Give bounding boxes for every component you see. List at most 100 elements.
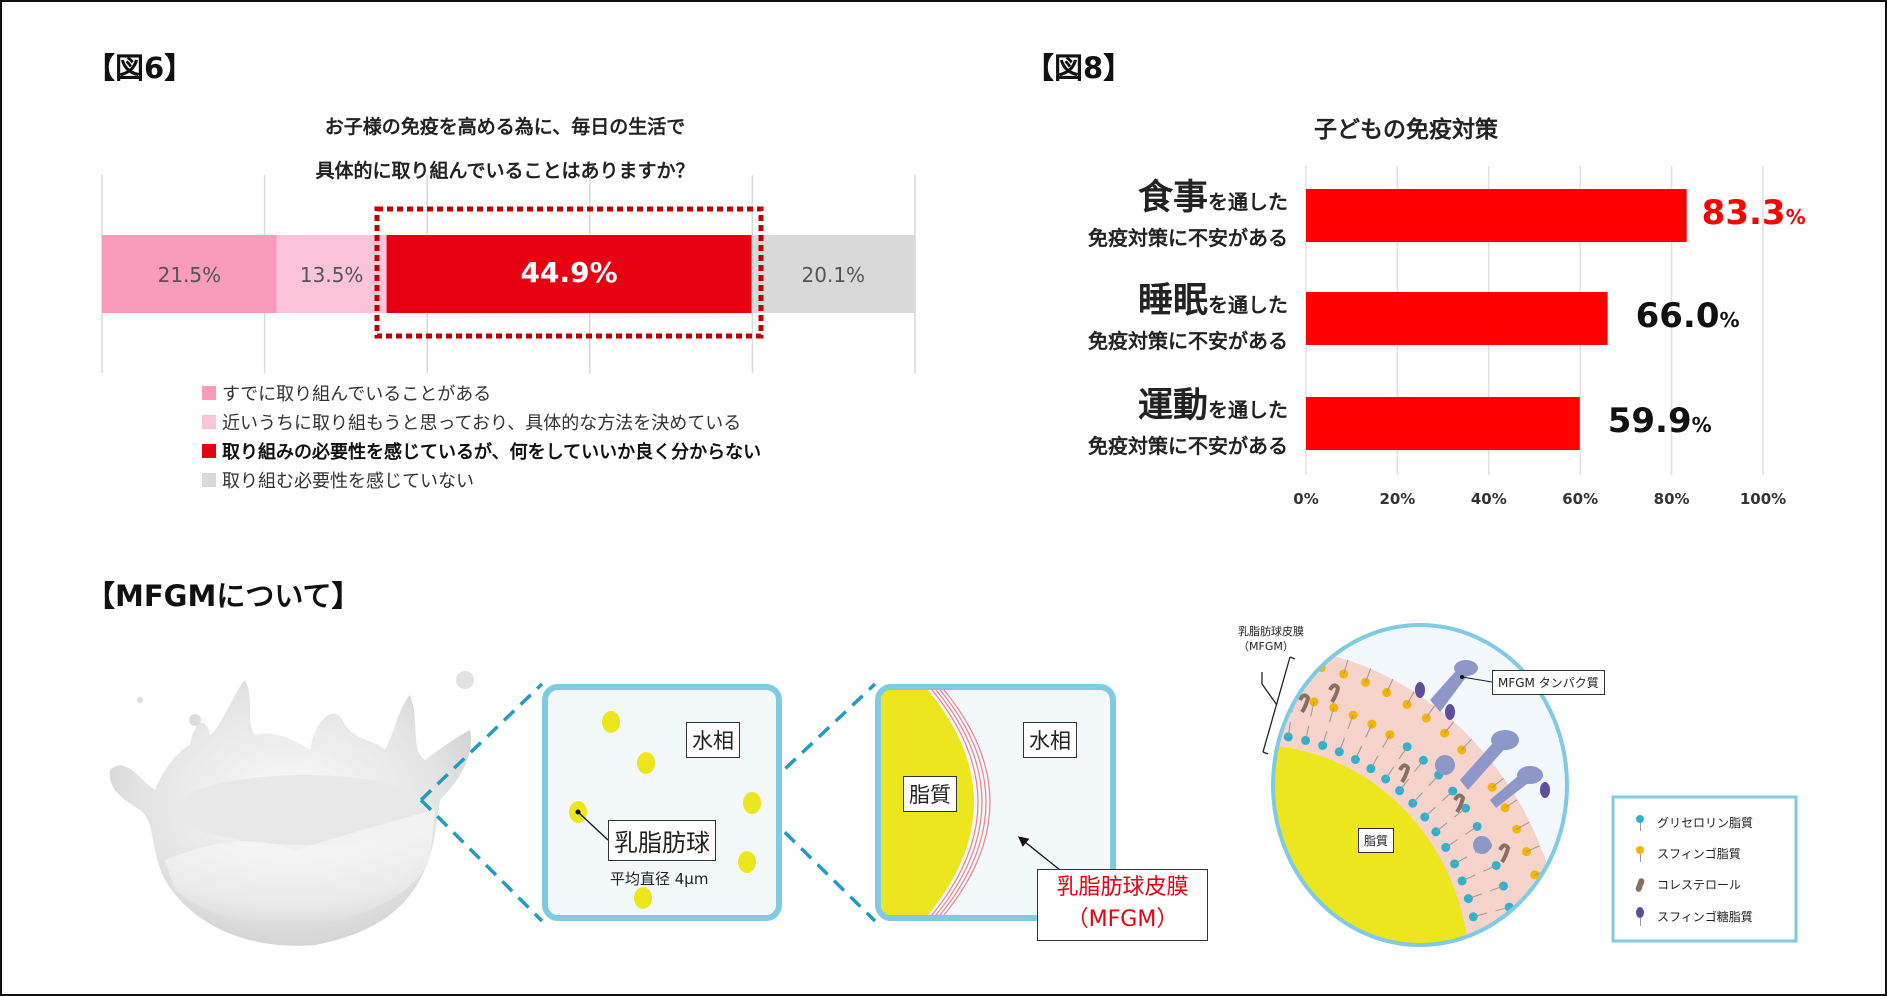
lipid-tail xyxy=(1441,790,1454,802)
cholesterol-mark xyxy=(1453,793,1466,814)
fig6-highlight-box xyxy=(374,206,764,339)
fig8-value-label: 83.3% xyxy=(1702,193,1806,233)
fig6-data-label: 20.1% xyxy=(802,263,866,287)
lipid-label: 脂質 xyxy=(903,776,957,812)
mfgm-membrane-label: 乳脂肪球皮膜 （MFGM） xyxy=(1037,869,1208,941)
category-keyword: 運動 xyxy=(1137,386,1208,426)
lipid-head xyxy=(1225,656,1234,665)
fig8-bar xyxy=(1306,397,1580,450)
value-percent: % xyxy=(1719,308,1740,332)
lipid-tail xyxy=(1468,893,1482,900)
fig6-title-line2: 具体的に取り組んでいることはありますか？ xyxy=(315,160,695,182)
lipid-head xyxy=(1536,894,1546,904)
lipid-tail xyxy=(1343,659,1349,675)
category-keyword: 睡眠 xyxy=(1137,281,1208,321)
fig8-x-tick-label: 60% xyxy=(1562,490,1599,508)
lipid-tail xyxy=(1454,807,1466,818)
lipid-head xyxy=(1273,655,1281,665)
lipid-tail xyxy=(1425,705,1435,719)
category-mid: を通した xyxy=(1208,293,1288,317)
fig8-value-label: 59.9% xyxy=(1608,401,1712,441)
category-line2: 免疫対策に不安がある xyxy=(1088,434,1288,458)
lipid-tail xyxy=(1406,691,1415,705)
mfgm-protein-label: MFGM タンパク質 xyxy=(1492,670,1605,695)
fig8-bar xyxy=(1306,292,1608,345)
fig8-category-label: 睡眠を通した免疫対策に不安がある xyxy=(1088,272,1288,354)
lipid-tail xyxy=(1461,874,1476,882)
lipid-tail xyxy=(1386,678,1394,693)
lipid-tail xyxy=(1228,646,1229,661)
glycolipid-mark xyxy=(1415,682,1425,698)
lipid-tail xyxy=(1541,894,1555,900)
lipid-tail xyxy=(1445,839,1458,848)
lipid-tail xyxy=(1483,865,1497,872)
lipid-head xyxy=(1475,950,1484,959)
diagram-membrane-label-line1: 乳脂肪球皮膜 xyxy=(1238,625,1304,638)
mfgm-legend-label: コレステロール xyxy=(1657,878,1742,892)
lipid-tail xyxy=(1234,720,1235,735)
mfgm-legend-item: グリセロリン脂質 xyxy=(1633,814,1753,831)
fig6-stacked-bar-chart: 21.5%13.5%44.9%20.1% xyxy=(101,175,916,373)
lipid-head xyxy=(1294,658,1304,668)
lipid-tail xyxy=(1444,721,1455,734)
lipid-head xyxy=(1544,942,1554,945)
lipid-head xyxy=(1512,946,1521,955)
diagram-lipid-label: 脂質 xyxy=(1358,828,1395,853)
category-mid: を通した xyxy=(1208,398,1288,422)
lipid-tail xyxy=(1370,755,1379,769)
lipid-tail xyxy=(1454,856,1468,865)
diagram-membrane-label: 乳脂肪球皮膜 （MFGM） xyxy=(1238,624,1304,654)
lipid-tail xyxy=(1549,946,1563,947)
fig8-bar xyxy=(1306,189,1687,242)
lipid-head xyxy=(1231,731,1240,740)
lipid-tail xyxy=(1465,826,1478,835)
lipid-head xyxy=(1541,918,1551,928)
lipid-tail xyxy=(1526,845,1540,853)
lipid-tail xyxy=(1365,723,1373,738)
fig6-legend-item: 取り組む必要性を感じていない xyxy=(202,467,474,493)
lipid-head xyxy=(1508,924,1518,934)
value-number: 59.9 xyxy=(1607,401,1692,441)
category-mid: を通した xyxy=(1208,190,1288,214)
mfgm-legend-label: グリセロリン脂質 xyxy=(1657,816,1754,830)
fig8-x-tick-label: 20% xyxy=(1379,490,1416,508)
legend-swatch xyxy=(202,473,216,487)
lipid-tail xyxy=(1338,737,1345,752)
lipid-tail xyxy=(1461,738,1472,751)
lipid-tail xyxy=(1516,821,1530,830)
mfgm-heading: 【MFGMについて】 xyxy=(86,579,361,613)
legend-swatch xyxy=(202,386,216,400)
lipid-tail xyxy=(1424,806,1436,818)
lipid-tail xyxy=(1412,792,1423,804)
glycosphingolipid-icon xyxy=(1633,907,1647,926)
lipid-tail xyxy=(1428,774,1440,787)
value-number: 66.0 xyxy=(1635,296,1720,336)
legend-label: 取り組みの必要性を感じているが、何をしていいか良く分からない xyxy=(222,442,762,463)
lipid-tail xyxy=(1491,777,1504,788)
legend-label: 取り組む必要性を感じていない xyxy=(222,471,474,492)
mfgm-legend-label: スフィンゴ脂質 xyxy=(1657,847,1741,861)
lipid-tail xyxy=(1495,906,1510,912)
fig6-legend-item: すでに取り組んでいることがある xyxy=(202,380,491,406)
fig8-x-tick-label: 40% xyxy=(1470,490,1507,508)
mfgm-membrane-label-line2: （MFGM） xyxy=(1066,907,1179,932)
legend-label: すでに取り組んでいることがある xyxy=(222,384,492,405)
average-diameter-text: 平均直径 4μm xyxy=(610,870,709,888)
diagram-membrane-label-line2: （MFGM） xyxy=(1238,640,1294,653)
cholesterol-mark xyxy=(1498,843,1511,864)
value-percent: % xyxy=(1691,413,1712,437)
category-line2: 免疫対策に不安がある xyxy=(1088,226,1288,250)
sphingolipid-icon xyxy=(1633,845,1647,862)
fig6-data-label: 13.5% xyxy=(300,263,364,287)
value-percent: % xyxy=(1785,205,1806,229)
lipid-tail xyxy=(1305,725,1310,741)
fig8-title: 子どもの免疫対策 xyxy=(1314,117,1498,143)
lipid-tail xyxy=(1329,707,1335,723)
fig6-bar-segment xyxy=(386,235,752,313)
lipid-tail xyxy=(1504,799,1518,809)
glycolipid-mark xyxy=(1540,782,1550,798)
lipid-tail xyxy=(1232,696,1233,711)
